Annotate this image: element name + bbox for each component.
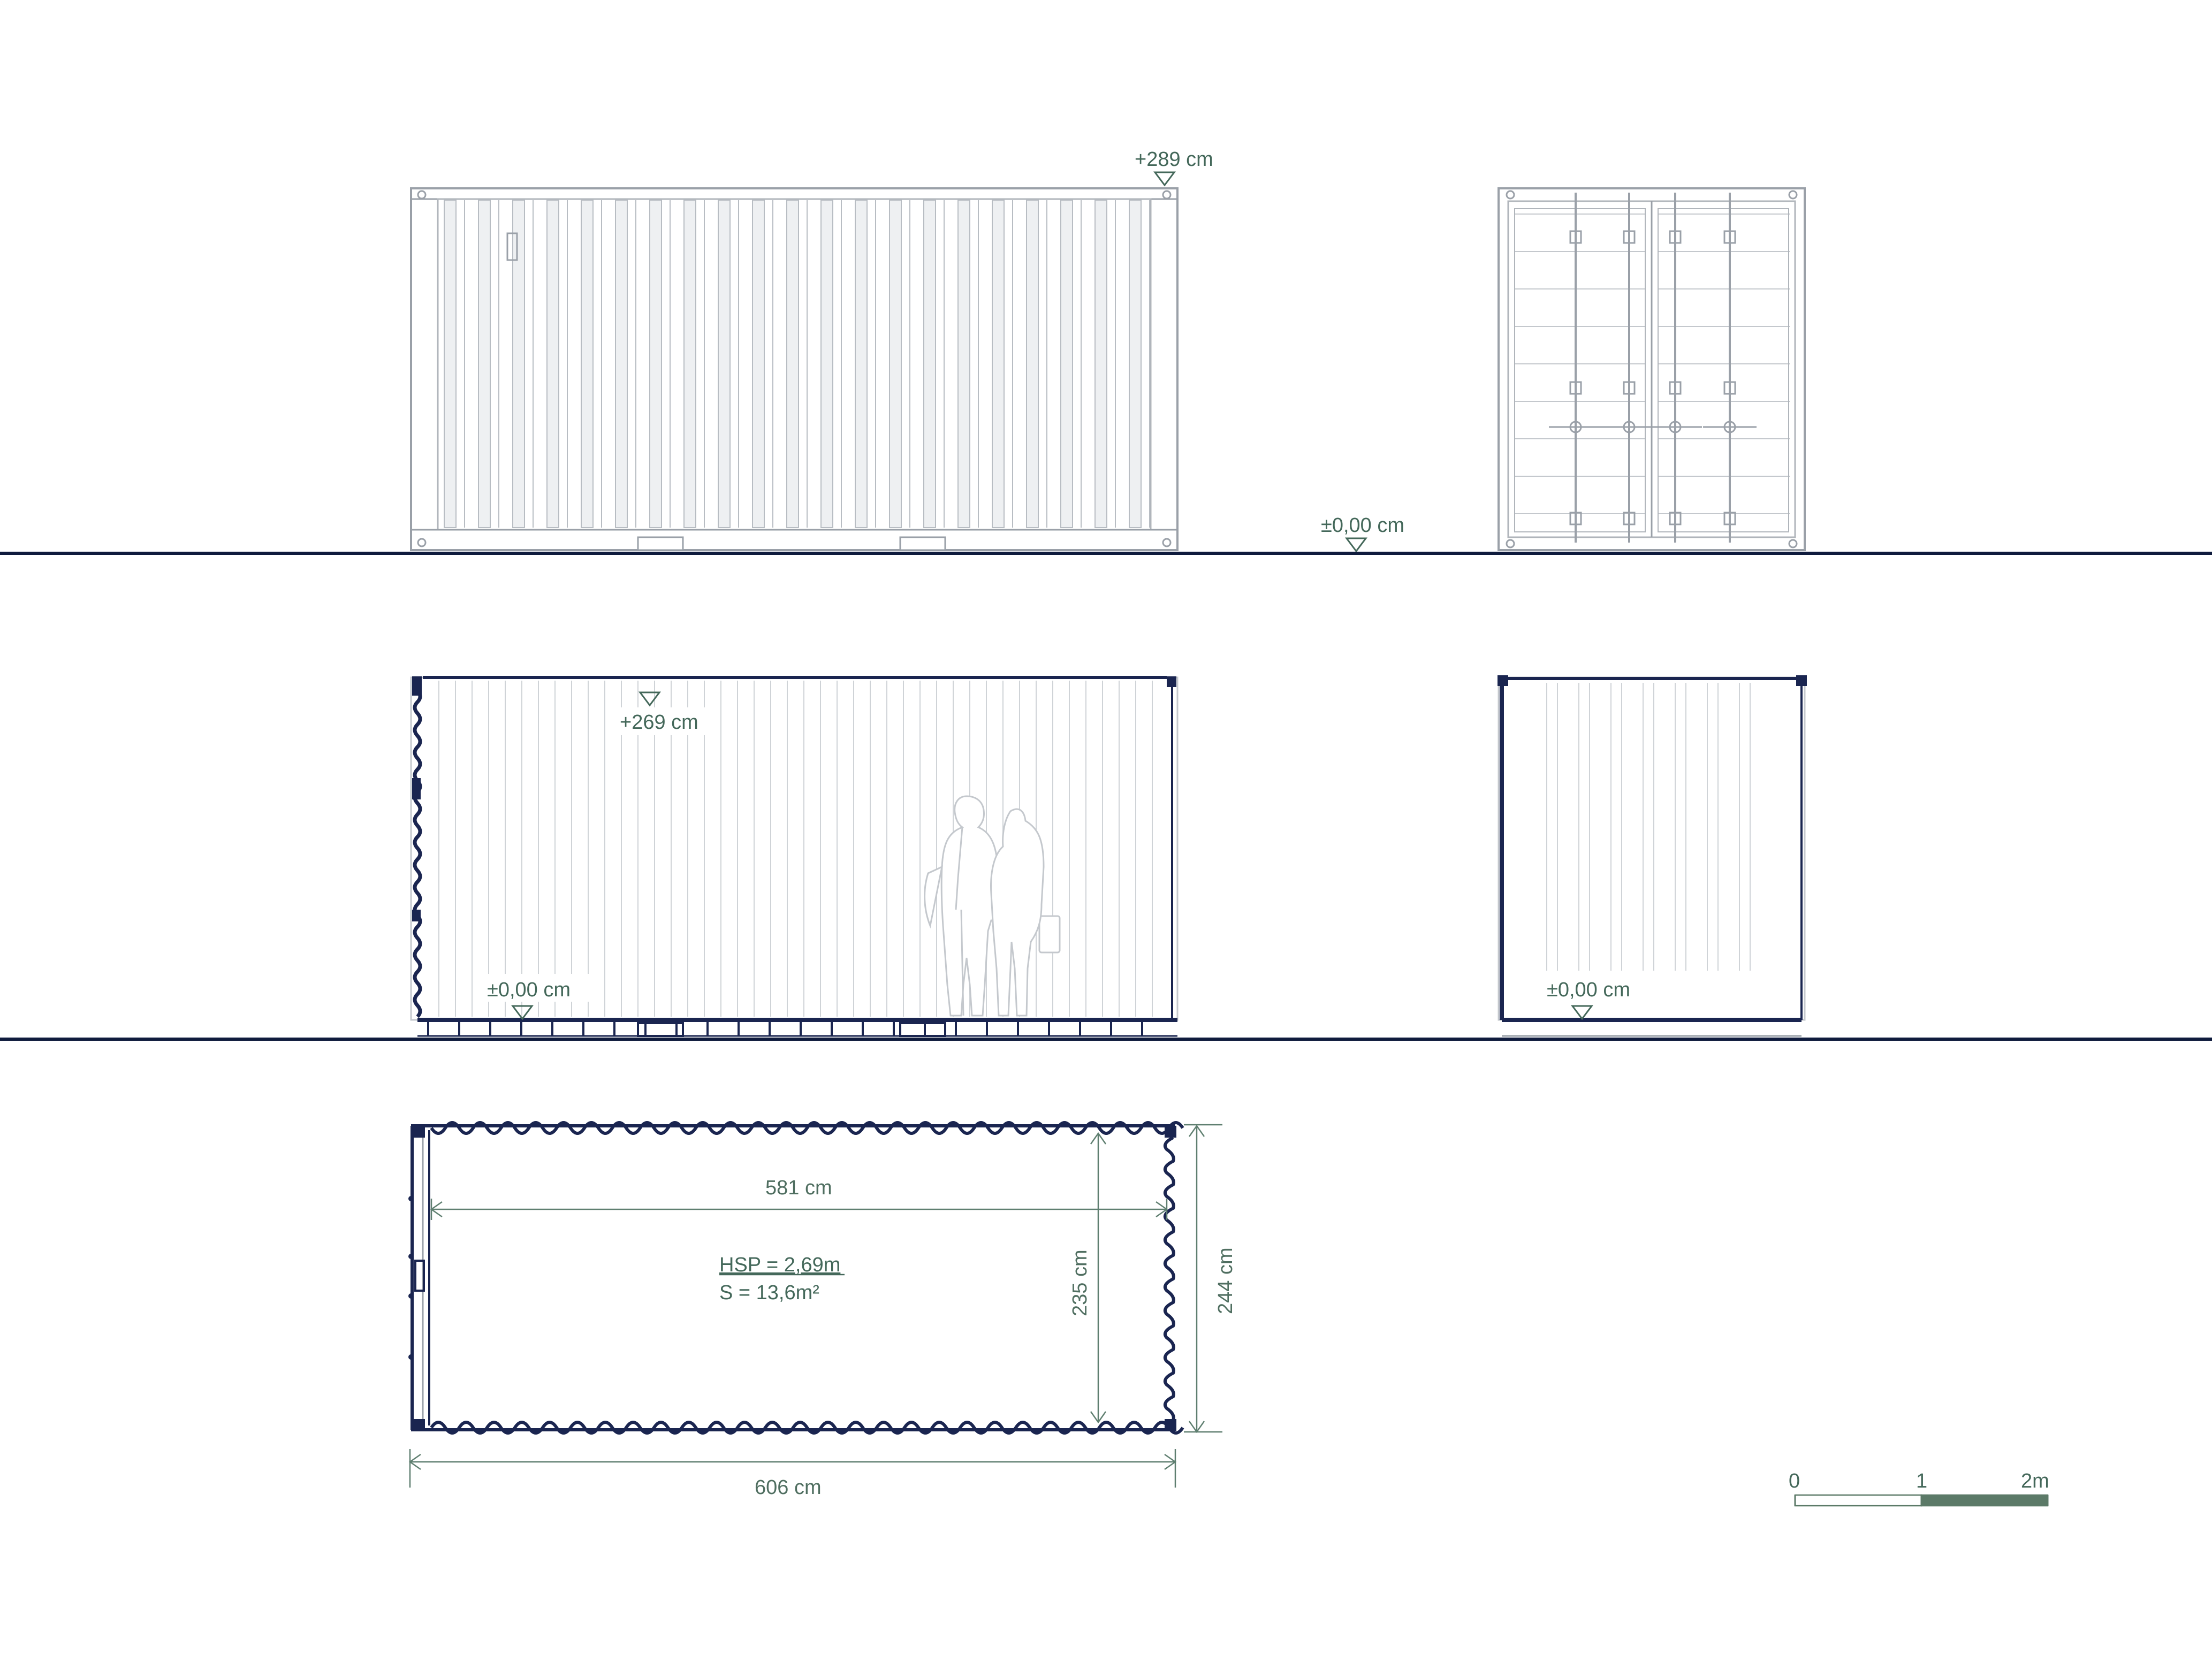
floor-crossmembers bbox=[427, 1021, 1143, 1036]
inner-length-label: 581 cm bbox=[765, 1177, 832, 1199]
scale-bar bbox=[1794, 1494, 2049, 1507]
level-marker-icon bbox=[638, 691, 661, 707]
hsp-label: HSP = 2,69m bbox=[719, 1254, 840, 1276]
side-elevation bbox=[410, 187, 1179, 551]
cross-floor-level-label: ±0,00 cm bbox=[1547, 979, 1630, 1001]
floor-plan bbox=[408, 1121, 1184, 1435]
inner-width-label: 235 cm bbox=[1069, 1249, 1091, 1316]
inner-width-dimension bbox=[1090, 1132, 1107, 1424]
cross-section bbox=[1498, 675, 1807, 1037]
level-marker-icon bbox=[1153, 171, 1176, 187]
outer-length-dimension bbox=[408, 1449, 1177, 1488]
level-marker-icon bbox=[511, 1005, 534, 1020]
people-silhouette-icon bbox=[924, 795, 1061, 1017]
level-marker-icon bbox=[1571, 1005, 1593, 1020]
inner-length-dimension bbox=[430, 1199, 1168, 1220]
level-marker-icon bbox=[1345, 537, 1367, 553]
interior-wall-corrugation bbox=[438, 681, 1153, 1017]
outer-width-label: 244 cm bbox=[1214, 1247, 1237, 1314]
outer-width-dimension bbox=[1184, 1124, 1222, 1434]
cross-section-rear-wall bbox=[1546, 683, 1751, 971]
ground-level-label: ±0,00 cm bbox=[1321, 514, 1404, 537]
section-floor-level-label: ±0,00 cm bbox=[487, 979, 571, 1001]
scale-label-0: 0 bbox=[1789, 1470, 1800, 1492]
door-elevation bbox=[1498, 187, 1806, 551]
outer-length-label: 606 cm bbox=[755, 1476, 822, 1499]
surface-label: S = 13,6m² bbox=[719, 1282, 819, 1304]
top-level-label: +289 cm bbox=[1135, 148, 1213, 171]
door-panels bbox=[1514, 208, 1790, 532]
side-corrugation bbox=[444, 200, 1150, 528]
long-section bbox=[410, 676, 1179, 1037]
ceiling-level-label: +269 cm bbox=[620, 711, 698, 734]
scale-label-1: 1 bbox=[1916, 1470, 1927, 1492]
scale-label-2: 2m bbox=[2021, 1470, 2049, 1492]
locking-bars bbox=[1549, 193, 1757, 543]
